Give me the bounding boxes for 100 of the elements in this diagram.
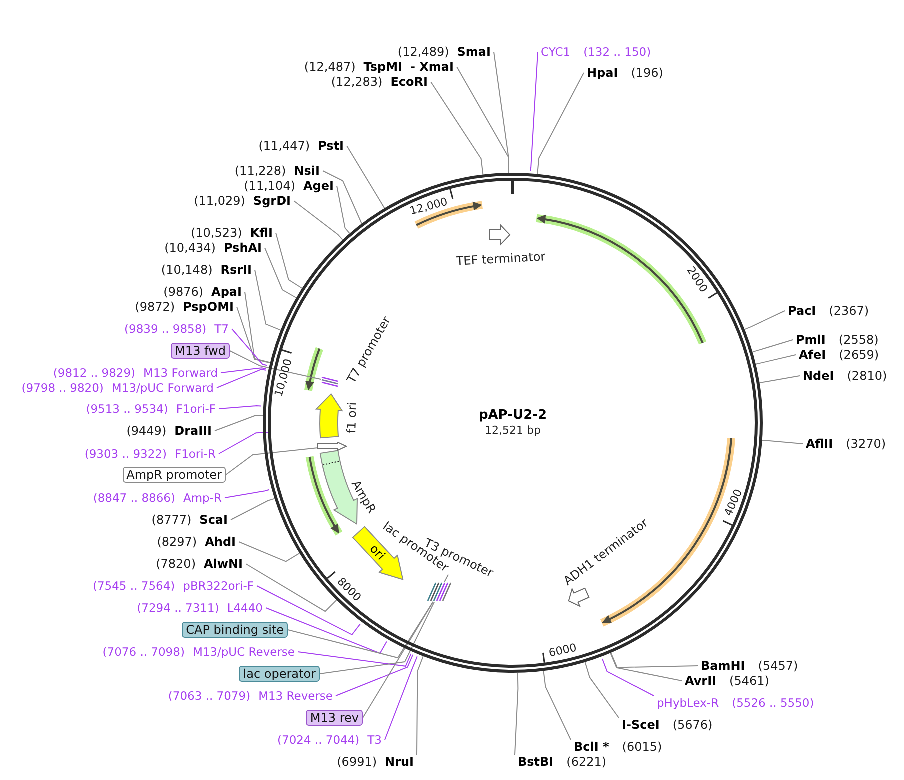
primer-name: T3 — [368, 733, 382, 747]
primer-range: (5526 .. 5550) — [732, 696, 814, 710]
enzyme-name: HpaI — [587, 66, 618, 80]
leader-line — [537, 72, 584, 175]
leader-line — [759, 376, 800, 384]
leader-line — [336, 654, 414, 696]
enzyme-name: PshAI — [224, 241, 262, 255]
site-position: (10,523) — [190, 226, 242, 240]
enzyme-name: PstI — [318, 139, 344, 153]
leader-line — [276, 232, 303, 289]
primer-range: (7063 .. 7079) — [168, 689, 251, 703]
leader-line — [224, 489, 270, 498]
leader-line — [530, 52, 538, 172]
leader-line — [430, 82, 484, 176]
primer-name: M13 Forward — [144, 366, 218, 380]
site-position: (9876) — [164, 285, 204, 299]
primer-name: F1ori-R — [174, 447, 216, 461]
leader-line — [362, 602, 434, 718]
site-position: (7820) — [156, 557, 196, 571]
leader-line — [230, 350, 322, 380]
enzyme-name: NruI — [385, 755, 414, 769]
feature-marks-drawing — [321, 376, 339, 387]
site-position: (12,283) — [331, 75, 383, 89]
leader-line — [218, 406, 262, 410]
primer-name: M13/pUC Reverse — [192, 645, 295, 659]
enzyme-name: PacI — [788, 304, 816, 318]
promoter-arrow — [317, 442, 347, 451]
primer-name: pBR322ori-F — [183, 579, 254, 593]
site-position: (3270) — [846, 437, 886, 451]
site-position: (10,148) — [161, 263, 213, 277]
leader-line — [244, 292, 271, 364]
leader-line — [254, 270, 282, 331]
leader-line — [298, 652, 412, 667]
site-position: (8777) — [152, 513, 192, 527]
enzyme-name: BstBI — [518, 755, 554, 769]
scale-label: 6000 — [548, 641, 578, 661]
primer-range: (9513 .. 9534) — [86, 402, 168, 416]
leader-line — [220, 368, 267, 374]
site-position: (9872) — [135, 300, 176, 314]
site-position: (12,489) — [398, 45, 450, 59]
primer-range: (7545 .. 7564) — [93, 579, 176, 593]
enzyme-name: AflII — [806, 437, 834, 451]
enzyme-name: DraIII — [174, 424, 212, 438]
feature-label: f1 ori — [345, 402, 359, 434]
enzyme-name: SmaI — [457, 45, 491, 59]
site-position: (11,104) — [244, 179, 296, 193]
primer-range: (8847 .. 8866) — [93, 491, 176, 505]
leader-line — [288, 602, 434, 659]
enzyme-name: NsiI — [294, 164, 320, 178]
site-position: (2659) — [839, 348, 880, 362]
leader-line — [294, 200, 344, 240]
feature-tag: CAP binding site — [182, 622, 288, 638]
enzyme-name: ScaI — [200, 513, 228, 527]
site-position: (11,447) — [258, 139, 310, 153]
leader-line — [610, 652, 682, 682]
enzyme-name: ApaI — [212, 285, 242, 299]
plasmid-size: 12,521 bp — [485, 424, 541, 438]
leader-line — [514, 672, 519, 756]
site-position: (2558) — [838, 333, 879, 347]
leader-line — [744, 310, 786, 330]
feature-tag: M13 rev — [306, 710, 363, 726]
primer-range: (132 .. 150) — [584, 45, 652, 59]
primer-name: pHybLex-R — [657, 696, 720, 710]
leader-line — [762, 440, 804, 444]
primer-range: (9303 .. 9322) — [84, 447, 167, 461]
primer-range: (9812 .. 9829) — [53, 366, 136, 380]
site-position: (5461) — [730, 674, 770, 688]
site-position: (6221) — [566, 755, 607, 769]
feature-tag: lac operator — [239, 666, 320, 682]
site-position: (5676) — [672, 718, 713, 732]
site-position: (12,487) — [304, 60, 356, 74]
primer-range: (7024 .. 7044) — [278, 733, 360, 747]
leader-line — [346, 146, 386, 209]
enzyme-name: AfeI — [799, 348, 826, 362]
leader-line — [320, 602, 436, 674]
leader-line — [756, 354, 796, 365]
site-position: (2367) — [829, 304, 870, 318]
feature-tag: AmpR promoter — [122, 467, 226, 483]
feature-tag: M13 fwd — [171, 343, 230, 359]
leader-line — [456, 66, 510, 174]
leader-line — [543, 670, 572, 740]
site-position: (5457) — [758, 659, 798, 673]
leader-line — [226, 448, 318, 476]
feature-marks-drawing — [427, 582, 452, 602]
primer-name: Amp-R — [183, 491, 222, 505]
plasmid-name: pAP-U2-2 — [478, 408, 548, 424]
leader-line — [264, 248, 297, 298]
site-position: (6991) — [337, 755, 378, 769]
primer-name: T7 — [214, 322, 229, 336]
leader-line — [246, 564, 338, 612]
leader-line — [610, 652, 698, 668]
site-position: (196) — [631, 66, 664, 80]
enzyme-name: AlwNI — [204, 557, 243, 571]
enzyme-name: BamHI — [701, 659, 746, 673]
primer-range: (9798 .. 9820) — [22, 381, 104, 395]
primer-range: (9839 .. 9858) — [124, 322, 207, 336]
leader-line — [214, 415, 264, 432]
scale-label: 12,000 — [408, 195, 450, 219]
enzyme-name: RsrII — [220, 263, 252, 277]
enzyme-name: AgeI — [304, 179, 334, 193]
